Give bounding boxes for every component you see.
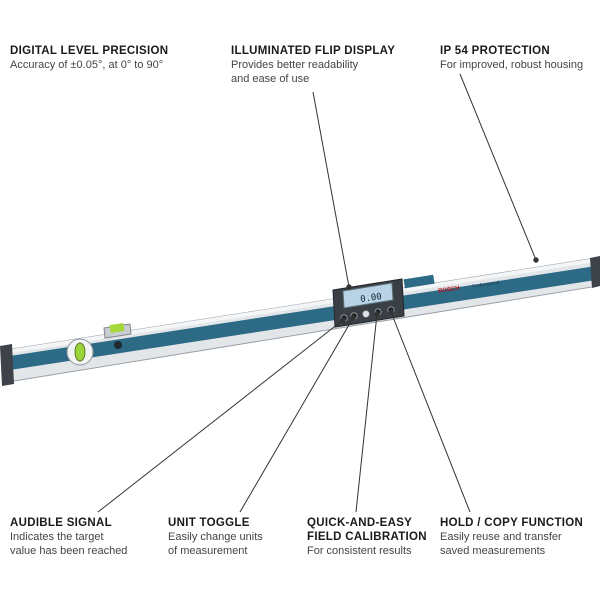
callout-line: Provides better readability: [231, 59, 359, 71]
brand-text: BOSCH: [438, 286, 460, 295]
callout-title-line: FIELD CALIBRATION: [307, 531, 427, 543]
brand-plate: [403, 274, 435, 289]
leader-illuminated-display: [312, 91, 350, 288]
callout-title: IP 54 PROTECTION: [440, 45, 551, 57]
callout-title-line: QUICK-AND-EASY: [307, 517, 413, 529]
horizontal-vial: [109, 322, 125, 334]
callout-line: Indicates the target: [10, 531, 104, 543]
callout-line: Easily change units: [168, 531, 263, 543]
callout-digital-level-precision: DIGITAL LEVEL PRECISION Accuracy of ±0.0…: [10, 44, 210, 72]
callout-illuminated-flip-display: ILLUMINATED FLIP DISPLAY Provides better…: [231, 44, 421, 86]
callout-ip54-protection: IP 54 PROTECTION For improved, robust ho…: [440, 44, 598, 72]
callout-line: Accuracy of ±0.05°, at 0° to 90°: [10, 59, 164, 71]
callout-line: For improved, robust housing: [440, 59, 584, 71]
callout-description: For improved, robust housing: [440, 58, 598, 72]
callout-unit-toggle: UNIT TOGGLE Easily change units of measu…: [168, 516, 298, 558]
leader-lines: [97, 73, 539, 513]
callout-field-calibration: QUICK-AND-EASY FIELD CALIBRATION For con…: [307, 516, 437, 558]
level-right-endcap: [590, 256, 600, 288]
level-left-endcap: [0, 344, 14, 386]
callout-title: ILLUMINATED FLIP DISPLAY: [231, 45, 396, 57]
callout-description: Easily change units of measurement: [168, 530, 298, 558]
callout-title: HOLD / COPY FUNCTION: [440, 517, 584, 529]
level-top-edge: [6, 258, 596, 354]
callout-description: Indicates the target value has been reac…: [10, 530, 160, 558]
vertical-vial: [74, 342, 86, 362]
level-blue-stripe: [10, 266, 596, 370]
leader-calibration: [355, 313, 378, 513]
callout-description: Easily reuse and transfer saved measurem…: [440, 530, 598, 558]
callout-line: Easily reuse and transfer: [440, 531, 562, 543]
leader-hold-copy: [390, 311, 471, 513]
model-text: Professional: [472, 280, 500, 290]
callout-title: AUDIBLE SIGNAL: [10, 517, 112, 529]
callout-line: of measurement: [168, 545, 248, 557]
callout-title: QUICK-AND-EASY FIELD CALIBRATION: [307, 516, 437, 544]
callout-line: For consistent results: [307, 545, 412, 557]
callout-title: DIGITAL LEVEL PRECISION: [10, 45, 169, 57]
callout-description: Provides better readability and ease of …: [231, 58, 421, 86]
callout-description: Accuracy of ±0.05°, at 0° to 90°: [10, 58, 210, 72]
callout-title: UNIT TOGGLE: [168, 517, 250, 529]
display-screen: [342, 282, 394, 309]
leader-audible-signal: [97, 319, 344, 513]
callout-hold-copy-function: HOLD / COPY FUNCTION Easily reuse and tr…: [440, 516, 598, 558]
callout-audible-signal: AUDIBLE SIGNAL Indicates the target valu…: [10, 516, 160, 558]
leader-unit-toggle: [239, 317, 354, 513]
leader-ip54: [459, 73, 537, 261]
callout-line: saved measurements: [440, 545, 546, 557]
display-reading: 0.00: [360, 292, 383, 305]
callout-line: value has been reached: [10, 545, 128, 557]
callout-description: For consistent results: [307, 544, 437, 558]
callout-line: and ease of use: [231, 73, 310, 85]
power-button[interactable]: [361, 309, 371, 319]
hang-hole: [114, 341, 122, 349]
